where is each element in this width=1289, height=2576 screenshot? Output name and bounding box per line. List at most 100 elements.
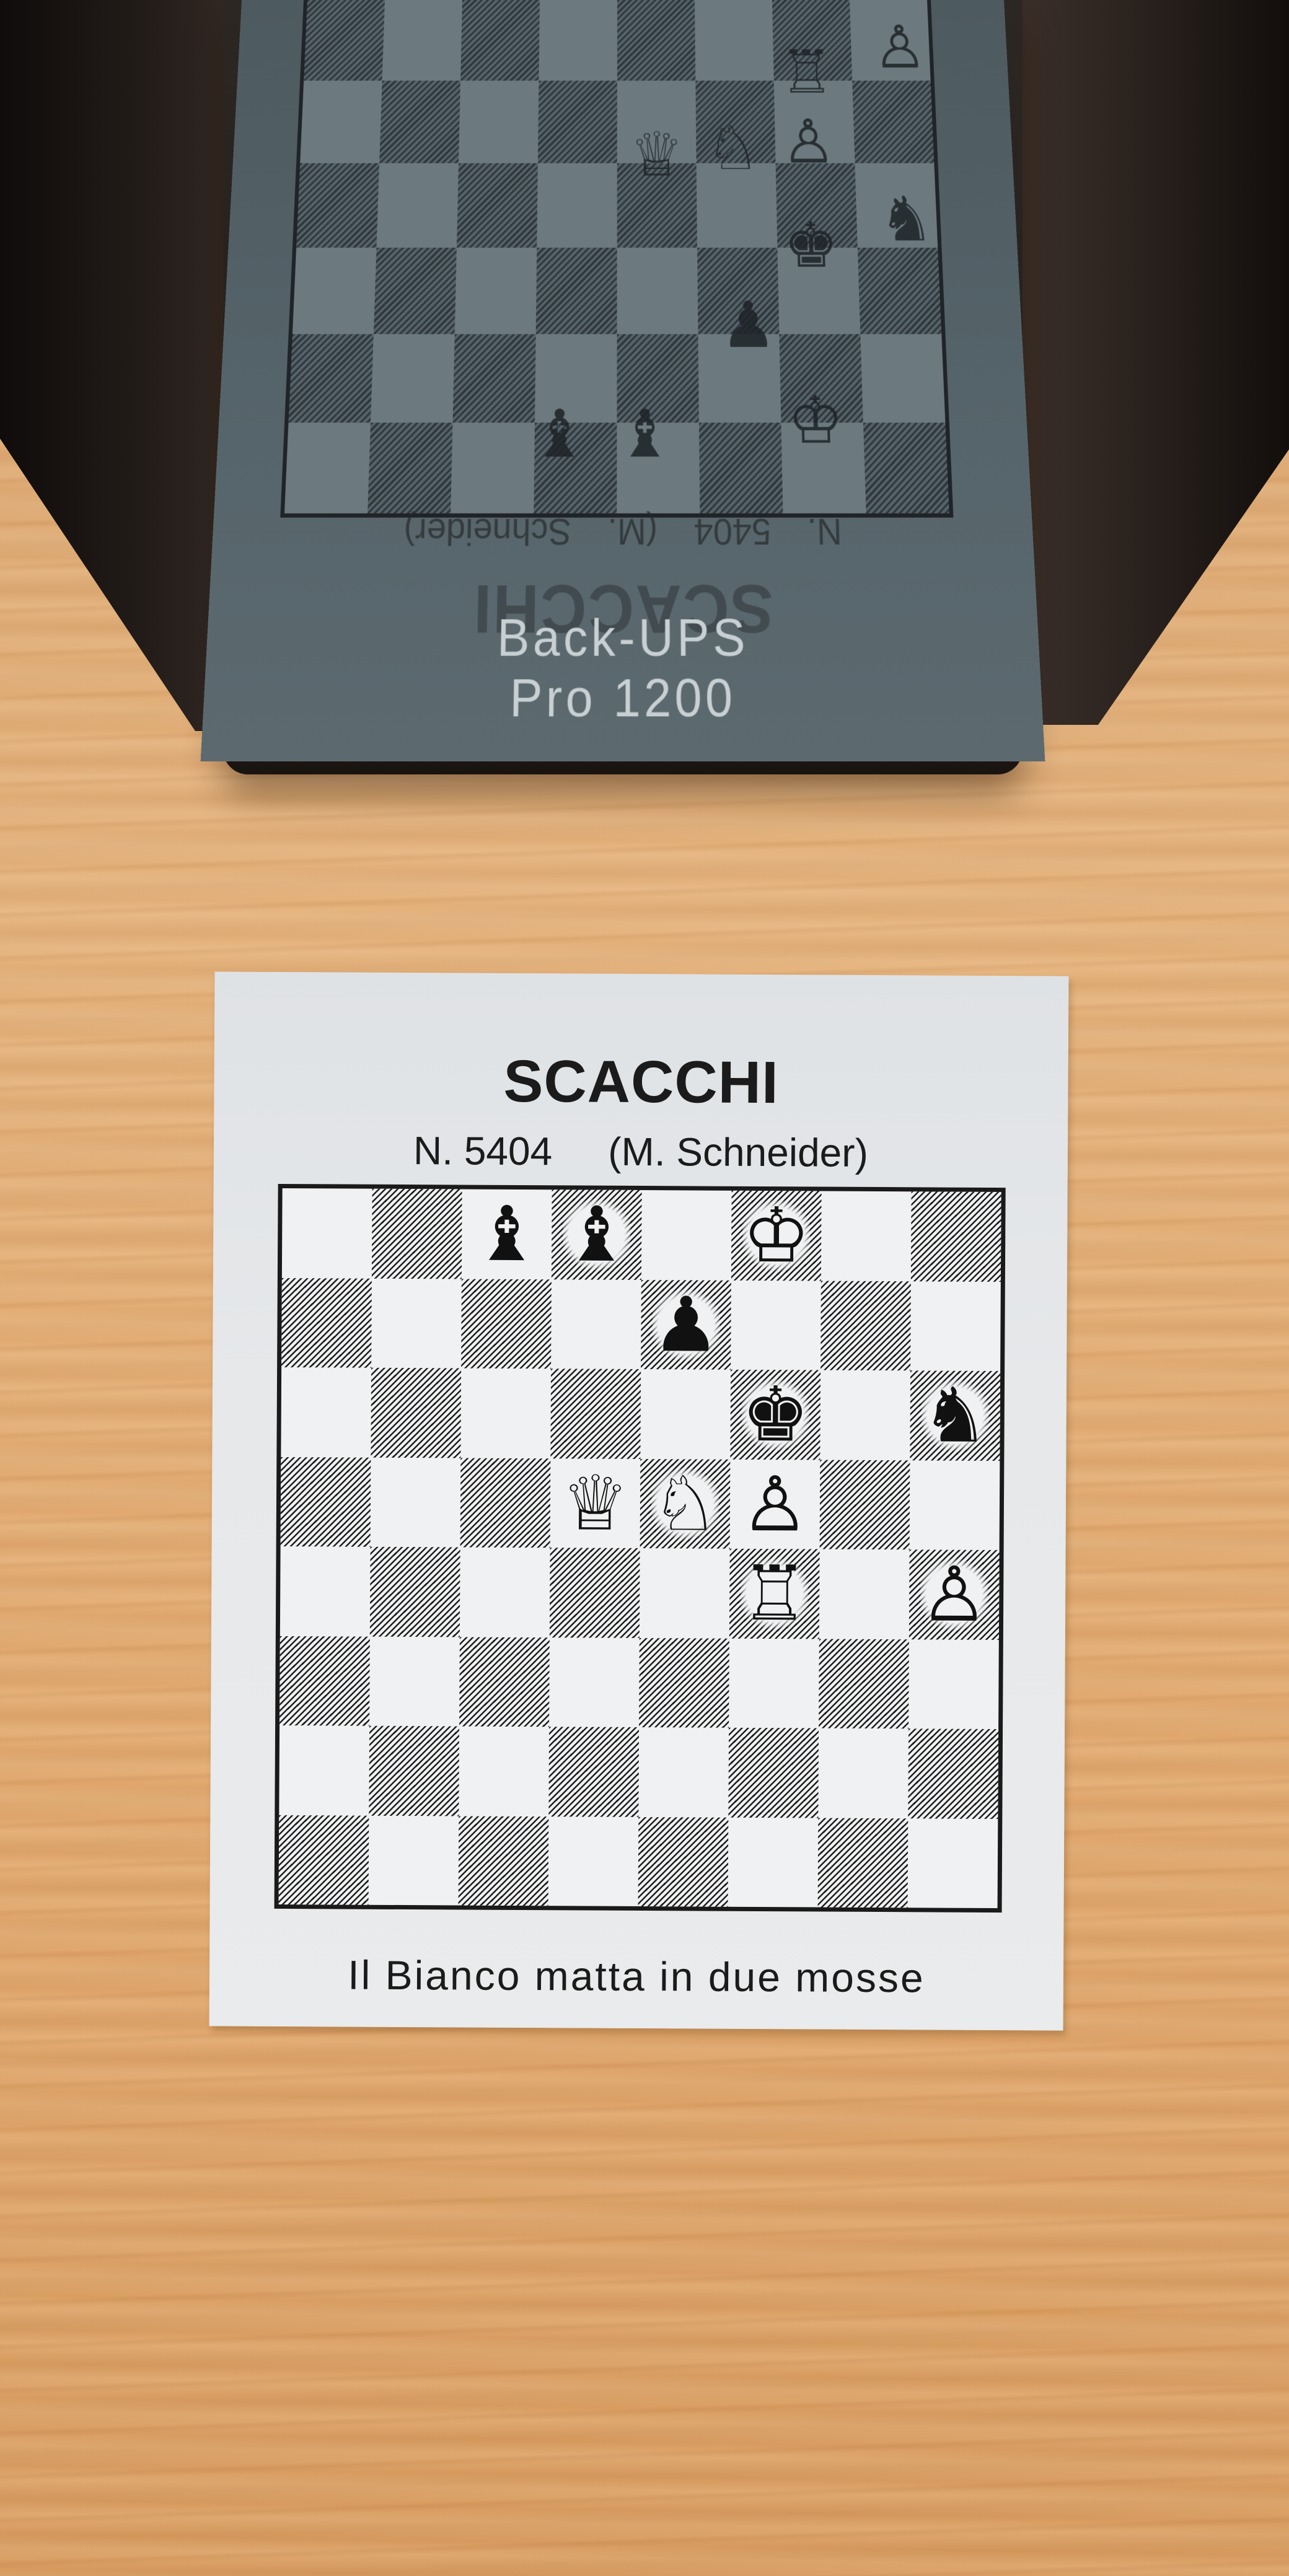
ups-board-square — [370, 334, 455, 423]
ups-board-square — [300, 81, 382, 164]
ups-board-square — [284, 423, 371, 514]
square-d3 — [549, 1637, 640, 1727]
ups-board-square — [382, 0, 462, 81]
square-d7 — [551, 1279, 641, 1369]
square-c7 — [461, 1278, 552, 1369]
problem-caption: Il Bianco matta in due mosse — [348, 1952, 925, 2001]
square-c1 — [458, 1815, 549, 1906]
ups-board-square — [860, 334, 946, 423]
square-c5 — [460, 1457, 551, 1548]
white-pawn-f5: ♙ — [741, 1460, 809, 1549]
ups-king-icon: ♔ — [786, 383, 845, 459]
black-pawn-e7: ♟ — [651, 1280, 721, 1369]
ups-board-square — [617, 0, 696, 81]
black-bishop-d8: ♝ — [562, 1190, 631, 1279]
white-rook-f4: ♖ — [740, 1549, 809, 1638]
ups-board-square — [292, 247, 377, 335]
square-c3 — [459, 1636, 550, 1727]
square-d2 — [548, 1727, 640, 1817]
square-b1 — [369, 1815, 459, 1905]
square-h8 — [910, 1191, 1001, 1282]
ups-board-square — [857, 247, 942, 335]
black-knight-h6: ♞ — [921, 1371, 990, 1460]
ups-board-square — [460, 0, 540, 81]
square-f7 — [731, 1280, 821, 1370]
ups-board-square — [539, 0, 617, 81]
square-e3 — [639, 1637, 729, 1728]
square-d1 — [548, 1816, 639, 1906]
clipping-subtitle: N. 5404 (M. Schneider) — [214, 1126, 1068, 1176]
problem-number: N. 5404 — [413, 1128, 553, 1174]
square-a1 — [278, 1815, 369, 1905]
ups-pawn-icon: ♙ — [871, 13, 928, 82]
ups-right-wing — [1016, 0, 1289, 725]
square-a6 — [281, 1367, 371, 1457]
white-king-f8: ♔ — [742, 1191, 811, 1280]
ups-board-square — [852, 81, 935, 164]
ups-board-square — [459, 81, 539, 164]
square-g7 — [820, 1281, 911, 1371]
ups-pawn-icon: ♙ — [780, 107, 837, 178]
square-b7 — [371, 1278, 462, 1368]
ups-board-square — [454, 247, 537, 335]
ups-board-square — [451, 423, 535, 514]
square-g3 — [819, 1639, 909, 1729]
ups-board-square — [288, 334, 374, 423]
ups-mirrored-subtitle: N. 5404 (M. Schneider) — [403, 510, 843, 552]
square-c6 — [460, 1368, 551, 1458]
ups-board-square — [376, 163, 459, 248]
square-g8 — [821, 1191, 912, 1281]
square-a8 — [282, 1188, 372, 1278]
square-f3 — [729, 1638, 819, 1728]
square-f1 — [728, 1817, 819, 1907]
ups-bishop-icon: ♝ — [617, 396, 674, 473]
problem-composer: (M. Schneider) — [607, 1129, 869, 1175]
square-b2 — [369, 1725, 460, 1816]
white-queen-d5: ♕ — [561, 1459, 630, 1548]
square-d6 — [550, 1369, 641, 1459]
square-e8 — [641, 1190, 732, 1280]
square-c2 — [459, 1726, 549, 1816]
ups-board-square — [296, 163, 380, 248]
square-f6: ♚ — [730, 1369, 821, 1460]
square-a7 — [281, 1277, 372, 1368]
square-b3 — [369, 1636, 460, 1726]
ups-board-square — [373, 247, 457, 335]
square-a3 — [279, 1636, 370, 1726]
square-h7 — [910, 1281, 1001, 1371]
clipping-title: SCACCHI — [503, 1048, 779, 1116]
ups-board-square — [456, 163, 538, 248]
square-e7: ♟ — [641, 1279, 731, 1370]
ups-knight-icon: ♞ — [878, 183, 935, 256]
chessboard-diagram: ♝♝♔♟♚♞♕♘♙♖♙ — [274, 1183, 1006, 1913]
ups-king-icon: ♚ — [783, 209, 840, 283]
square-e1 — [638, 1816, 729, 1907]
ups-device: ♕♘♙♖♙♚♞♟♝♝♔ N. 5404 (M. Schneider) SCACC… — [200, 0, 1045, 774]
ups-bishop-icon: ♝ — [530, 396, 588, 473]
ups-board-square — [863, 423, 949, 514]
square-h6: ♞ — [910, 1370, 1001, 1461]
ups-board-square — [698, 423, 783, 514]
ups-pawn-icon: ♟ — [720, 288, 777, 363]
ups-model-label-line-1: Back-UPS — [496, 609, 749, 668]
square-b8 — [371, 1188, 462, 1279]
square-h4: ♙ — [908, 1549, 1000, 1640]
square-g6 — [820, 1370, 910, 1460]
square-d4 — [549, 1548, 640, 1638]
square-a5 — [280, 1457, 371, 1547]
square-e5: ♘ — [640, 1458, 731, 1549]
square-a4 — [280, 1546, 371, 1636]
square-h5 — [910, 1460, 1000, 1550]
square-g1 — [817, 1818, 908, 1908]
square-h3 — [908, 1639, 999, 1729]
square-g5 — [819, 1460, 910, 1550]
square-e6 — [640, 1369, 731, 1459]
square-f5: ♙ — [730, 1459, 820, 1549]
square-e2 — [638, 1727, 729, 1817]
chess-problem-clipping: SCACCHI N. 5404(M. Schneider) ♝♝♔♟♚♞♕♘♙♖… — [209, 971, 1069, 2031]
square-f4: ♖ — [729, 1548, 820, 1639]
square-d8: ♝ — [551, 1189, 642, 1280]
ups-board-square — [537, 163, 617, 248]
ups-board-square — [537, 81, 617, 164]
ups-board-square — [367, 423, 453, 514]
